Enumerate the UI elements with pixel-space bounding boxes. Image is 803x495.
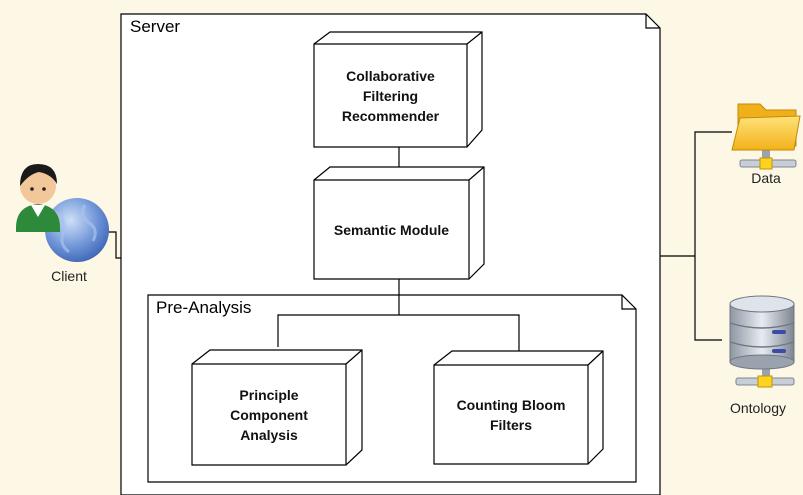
node-label-pca: Principle Component Analysis — [230, 386, 308, 443]
node-label-cf-recommender: Collaborative Filtering Recommender — [341, 67, 440, 124]
connectors — [104, 131, 732, 351]
link-bus-to-resources — [694, 131, 732, 341]
person-icon — [16, 164, 60, 232]
network-folder-icon — [731, 103, 801, 170]
node-cf-recommender — [313, 31, 483, 148]
user-globe-icon — [16, 164, 109, 262]
node-semantic-module — [313, 166, 485, 280]
node-label-cbf: Counting Bloom Filters — [456, 396, 566, 433]
ontology-label: Ontology — [729, 400, 787, 416]
globe-icon — [45, 198, 109, 262]
client-label: Client — [51, 268, 87, 284]
link-client-to-server — [104, 231, 121, 259]
pre-analysis-package-title: Pre-Analysis — [156, 298, 252, 317]
data-label: Data — [751, 170, 781, 186]
server-package-title: Server — [130, 17, 181, 36]
node-label-semantic-module: Semantic Module — [333, 221, 450, 238]
database-icon — [729, 295, 795, 388]
node-pca — [191, 349, 363, 466]
link-preanalysis-branches — [277, 314, 520, 351]
node-cbf — [433, 350, 604, 465]
